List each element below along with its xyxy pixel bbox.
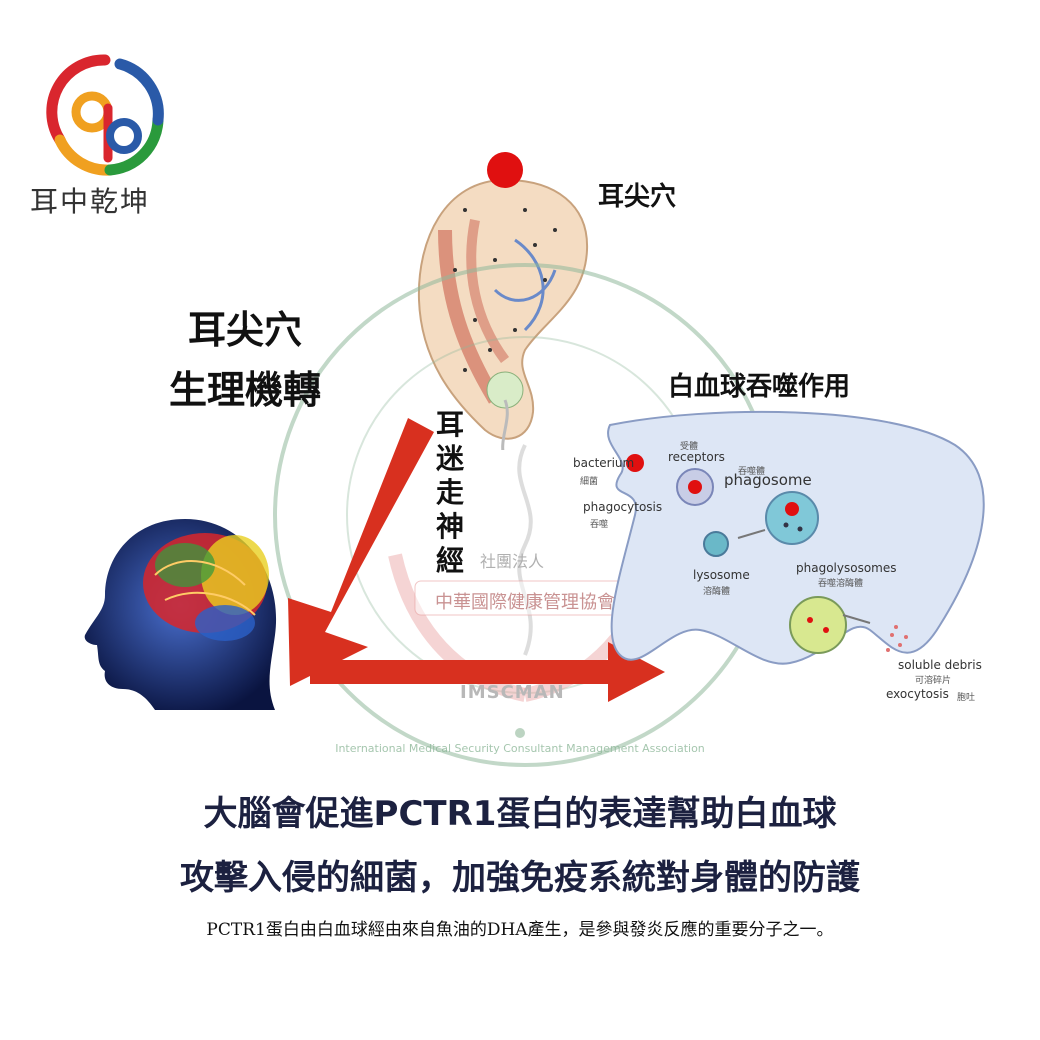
mechanism-title-line2: 生理機轉 bbox=[168, 368, 321, 412]
label-phagocytosis-cn: 吞噬 bbox=[590, 520, 609, 530]
label-phagosome-cn: 吞噬體 bbox=[738, 467, 766, 477]
watermark-ring-text: International Medical Security Consultan… bbox=[335, 742, 705, 755]
watermark-org-name: 中華國際健康管理協會 bbox=[435, 592, 615, 613]
label-soluble-debris-cn: 可溶碎片 bbox=[915, 676, 952, 686]
watermark-org-type: 社團法人 bbox=[480, 552, 545, 571]
ear-acupoint-diagram bbox=[417, 152, 589, 450]
mechanism-title: 耳尖穴 生理機轉 bbox=[120, 300, 370, 420]
arrow-down-left bbox=[288, 418, 434, 686]
headline-line2: 攻擊入侵的細菌，加強免疫系統對身體的防護 bbox=[180, 858, 860, 898]
arrow-right bbox=[310, 642, 665, 702]
label-bacterium-cn: 細菌 bbox=[580, 477, 599, 487]
brain-head-illustration bbox=[84, 519, 277, 710]
label-exocytosis-cn: 胞吐 bbox=[957, 693, 976, 703]
label-receptors: receptors bbox=[668, 450, 725, 464]
watermark-abbr: IMSCMAN bbox=[460, 682, 565, 703]
phagocytosis-cell-diagram bbox=[607, 410, 985, 665]
label-phagocytosis: phagocytosis bbox=[583, 500, 663, 514]
label-phagolysosomes-cn: 吞噬溶酶體 bbox=[818, 579, 864, 589]
label-receptors-cn: 受體 bbox=[680, 442, 699, 452]
mechanism-title-line1: 耳尖穴 bbox=[187, 308, 302, 352]
logo-text: 耳中乾坤 bbox=[30, 185, 151, 218]
vagus-nerve-label: 耳迷走神經 bbox=[435, 408, 464, 577]
label-bacterium: bacterium bbox=[573, 456, 635, 470]
ear-point-label: 耳尖穴 bbox=[598, 182, 677, 212]
label-lysosome-cn: 溶酶體 bbox=[703, 587, 731, 597]
footnote: PCTR1蛋白由白血球經由來自魚油的DHA產生，是參與發炎反應的重要分子之一。 bbox=[206, 920, 834, 940]
logo-icon bbox=[46, 54, 164, 176]
label-phagolysosomes: phagolysosomes bbox=[796, 561, 897, 575]
label-soluble-debris: soluble debris bbox=[898, 658, 982, 672]
label-lysosome: lysosome bbox=[693, 568, 750, 582]
label-phagosome: phagosome bbox=[724, 471, 812, 489]
label-exocytosis: exocytosis bbox=[886, 687, 949, 701]
wbc-phagocytosis-label: 白血球吞噬作用 bbox=[668, 372, 851, 402]
headline-line1: 大腦會促進PCTR1蛋白的表達幫助白血球 bbox=[203, 794, 837, 834]
